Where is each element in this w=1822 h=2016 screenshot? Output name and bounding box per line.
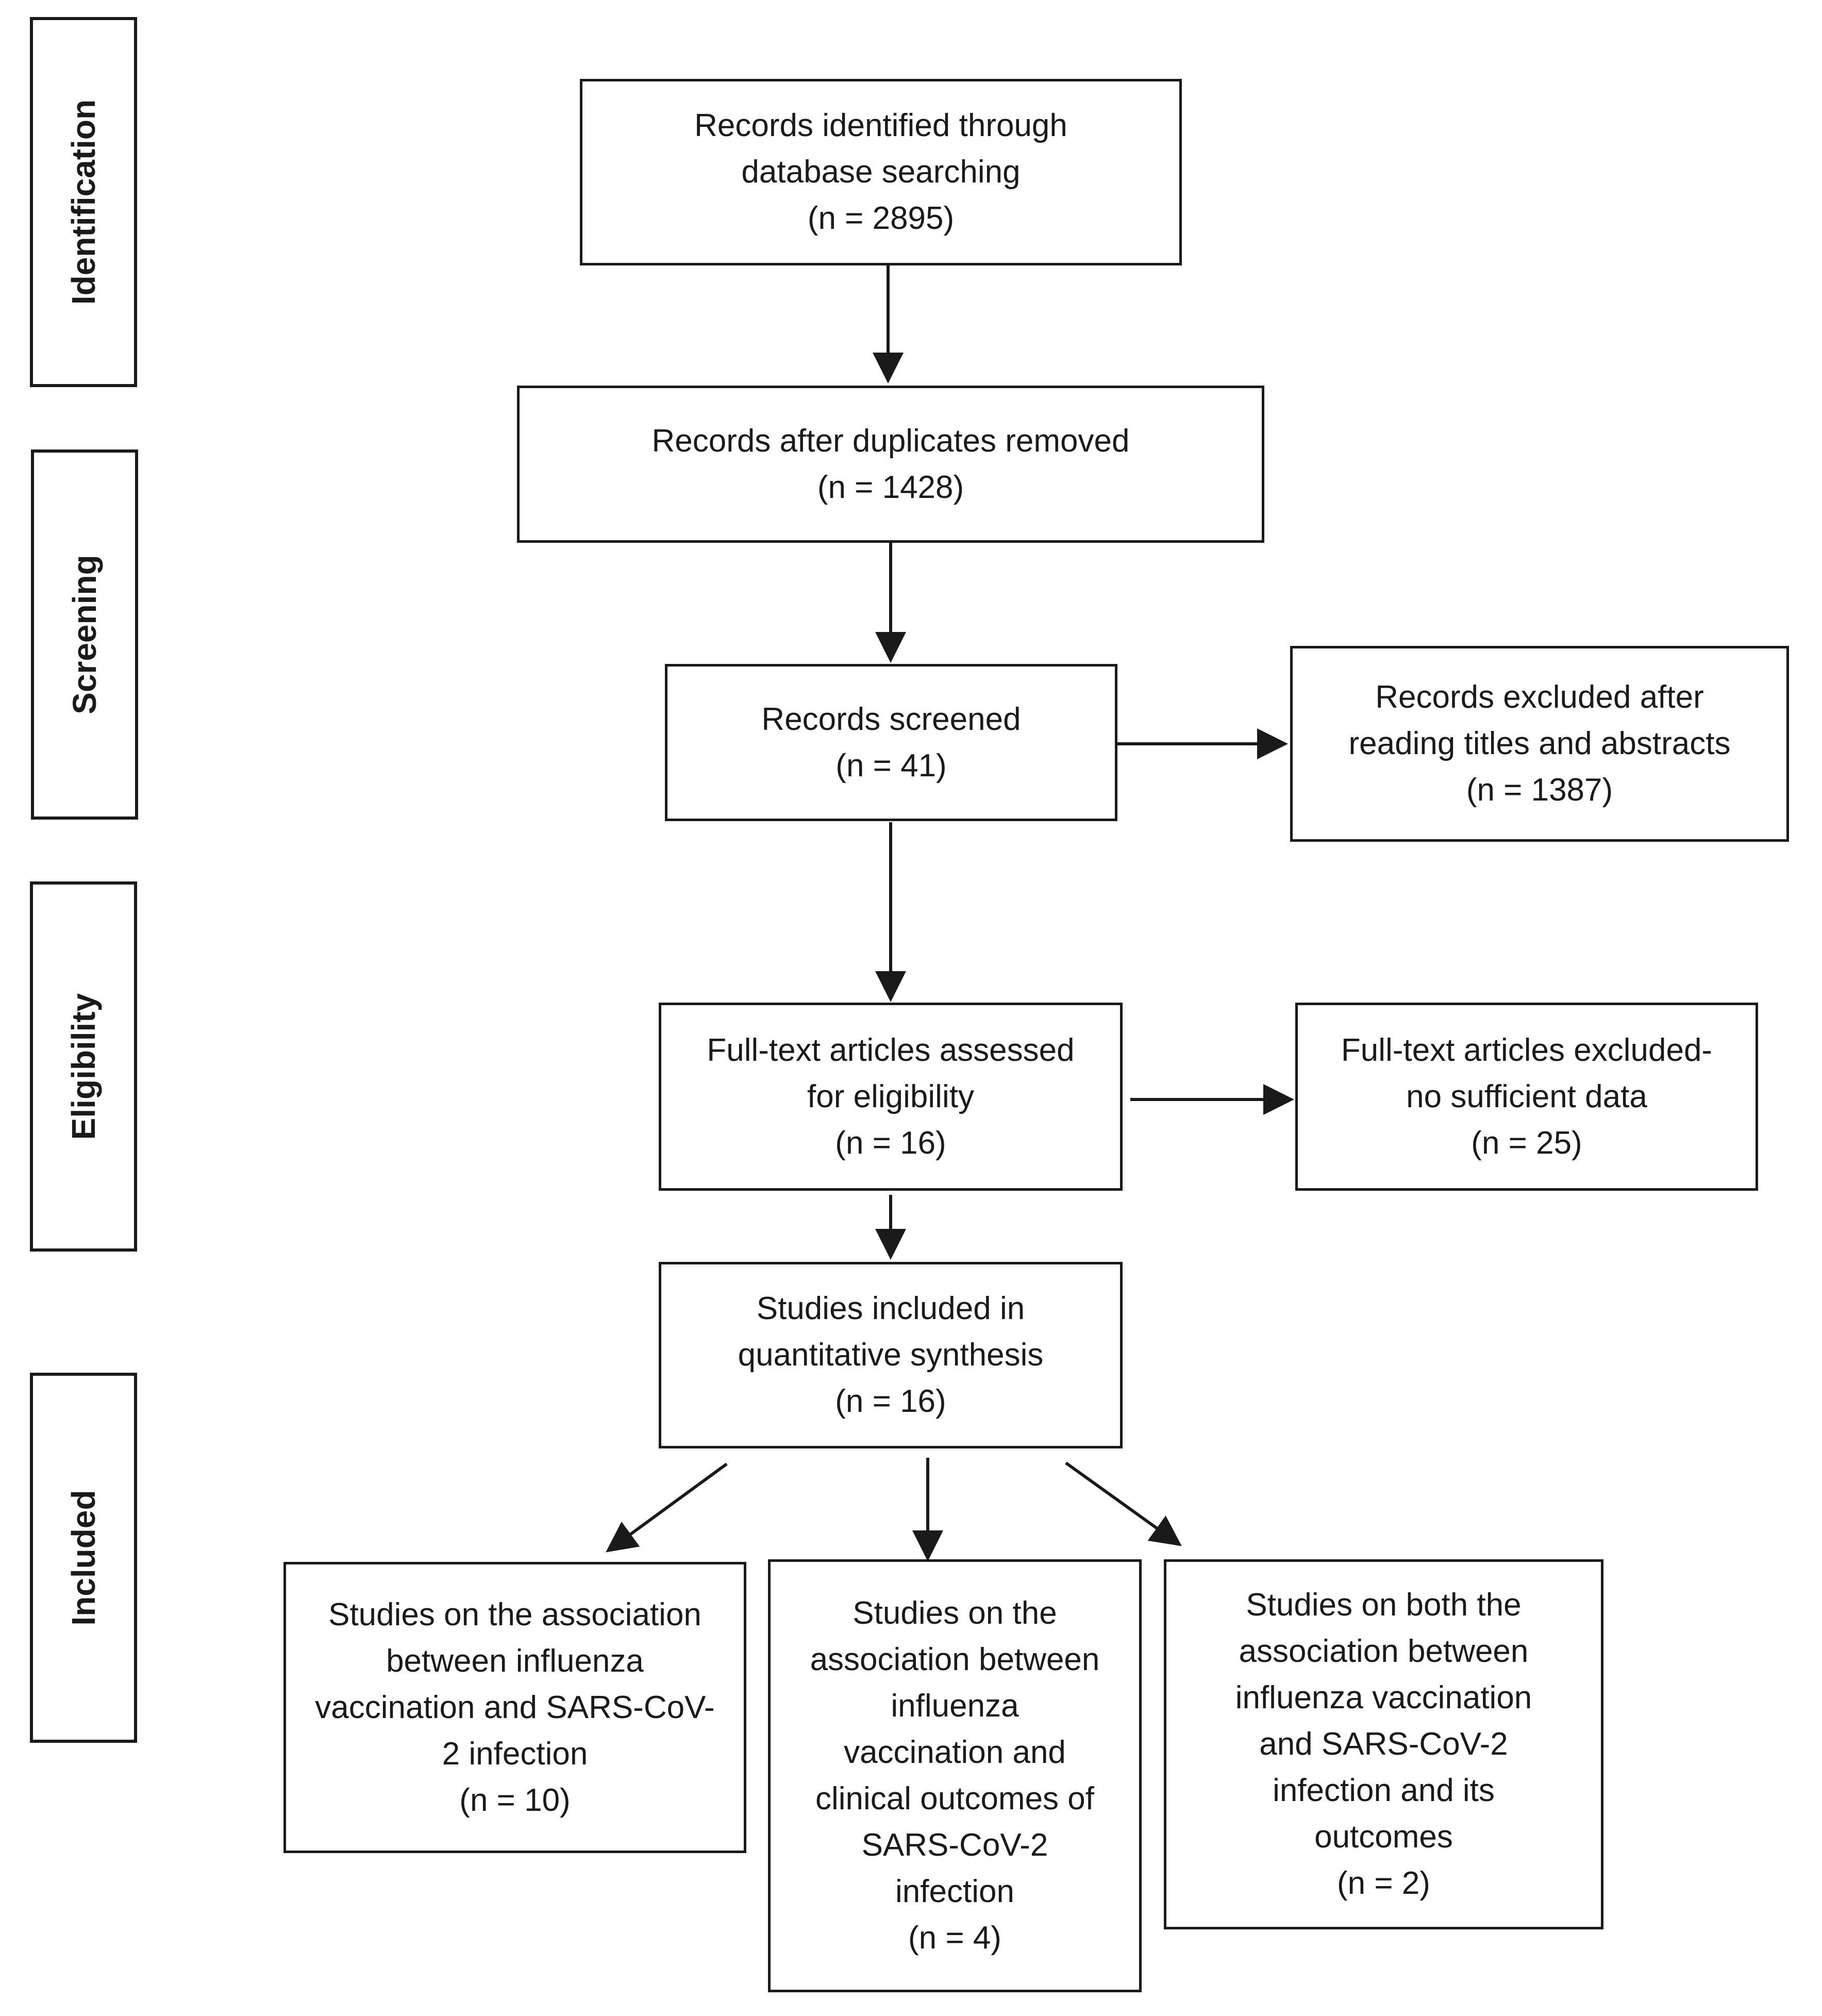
box-infection-studies-line-2: between influenza <box>386 1643 644 1679</box>
box-outcome-studies-line-6: SARS-CoV-2 <box>861 1827 1048 1863</box>
box-records-identified-count: (n = 2895) <box>807 201 955 236</box>
box-records-screened-count: (n = 41) <box>835 747 947 784</box>
box-records-identified-line-1: Records identified through <box>694 108 1067 143</box>
box-infection-studies-line-3: vaccination and SARS-CoV- <box>315 1689 715 1725</box>
box-outcome-studies: Studies on the association between influ… <box>768 1559 1142 1992</box>
box-both-studies: Studies on both the association between … <box>1164 1559 1603 1929</box>
box-records-excluded-titles-count: (n = 1387) <box>1466 772 1613 808</box>
stage-eligibility: Eligibility <box>30 881 137 1252</box>
box-both-studies-line-3: influenza vaccination <box>1235 1680 1532 1715</box>
box-fulltext-assessed-count: (n = 16) <box>835 1125 946 1161</box>
box-records-excluded-titles-line-2: reading titles and abstracts <box>1348 726 1731 761</box>
box-records-excluded-titles: Records excluded after reading titles an… <box>1290 646 1789 842</box>
box-infection-studies-count: (n = 10) <box>459 1782 571 1818</box>
stage-screening: Screening <box>31 449 138 820</box>
box-records-after-duplicates-line-1: Records after duplicates removed <box>651 423 1130 459</box>
box-records-after-duplicates: Records after duplicates removed (n = 14… <box>517 386 1264 543</box>
box-both-studies-line-5: infection and its <box>1273 1773 1495 1808</box>
box-outcome-studies-line-1: Studies on the <box>853 1595 1057 1631</box>
box-records-identified-line-2: database searching <box>741 154 1021 190</box>
box-outcome-studies-line-2: association between <box>810 1642 1100 1677</box>
box-fulltext-assessed: Full-text articles assessed for eligibil… <box>659 1003 1123 1191</box>
box-fulltext-excluded: Full-text articles excluded- no sufficie… <box>1295 1003 1758 1191</box>
box-both-studies-line-6: outcomes <box>1314 1819 1453 1855</box>
box-records-excluded-titles-line-1: Records excluded after <box>1375 679 1704 715</box>
stage-identification: Identification <box>30 17 137 387</box>
box-fulltext-excluded-line-2: no sufficient data <box>1406 1078 1647 1114</box>
box-both-studies-line-2: association between <box>1239 1634 1529 1669</box>
arrow-included-to-both <box>1065 1461 1182 1546</box>
box-records-screened-line-1: Records screened <box>761 701 1021 737</box>
box-outcome-studies-line-3: influenza <box>891 1688 1019 1724</box>
box-fulltext-assessed-line-2: for eligibility <box>807 1078 974 1114</box>
box-outcome-studies-line-4: vaccination and <box>844 1735 1066 1770</box>
box-infection-studies-line-4: 2 infection <box>442 1736 588 1772</box>
box-outcome-studies-line-7: infection <box>895 1874 1014 1909</box>
box-fulltext-excluded-count: (n = 25) <box>1471 1125 1582 1161</box>
box-infection-studies: Studies on the association between influ… <box>283 1562 746 1853</box>
box-records-after-duplicates-count: (n = 1428) <box>817 469 964 505</box>
box-outcome-studies-count: (n = 4) <box>908 1920 1001 1956</box>
box-studies-included-line-1: Studies included in <box>756 1291 1025 1326</box>
box-infection-studies-line-1: Studies on the association <box>328 1596 701 1632</box>
stage-included: Included <box>30 1373 137 1743</box>
box-both-studies-line-1: Studies on both the <box>1246 1587 1522 1623</box>
box-fulltext-assessed-line-1: Full-text articles assessed <box>707 1032 1075 1068</box>
box-records-identified: Records identified through database sear… <box>580 79 1182 265</box>
box-both-studies-line-4: and SARS-CoV-2 <box>1259 1726 1508 1762</box>
box-studies-included-quantitative: Studies included in quantitative synthes… <box>659 1262 1123 1448</box>
box-fulltext-excluded-line-1: Full-text articles excluded- <box>1341 1032 1713 1068</box>
box-studies-included-line-2: quantitative synthesis <box>738 1337 1044 1373</box>
box-studies-included-count: (n = 16) <box>835 1384 946 1419</box>
arrow-included-to-infection <box>606 1462 728 1553</box>
box-both-studies-count: (n = 2) <box>1337 1865 1430 1901</box>
box-records-screened: Records screened (n = 41) <box>665 664 1117 821</box>
box-outcome-studies-line-5: clinical outcomes of <box>815 1781 1094 1817</box>
